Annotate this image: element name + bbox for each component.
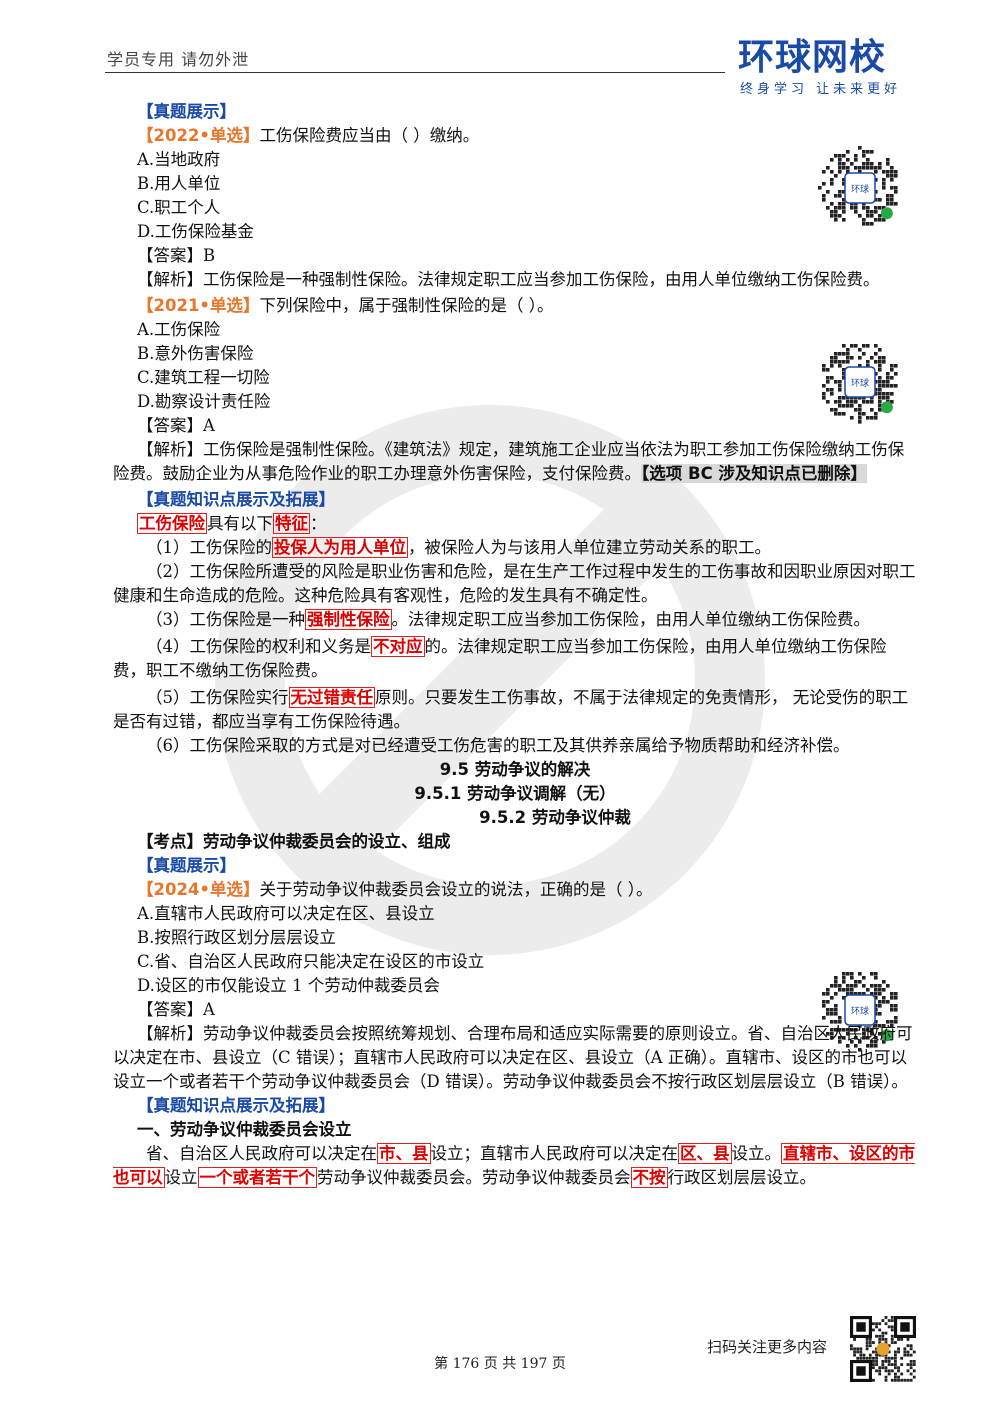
header-confidential-label: 学员专用 请勿外泄 xyxy=(107,50,250,69)
qr-code-q3[interactable]: 环球 xyxy=(818,968,902,1052)
question-2-option: C.建筑工程一切险 xyxy=(137,368,270,387)
question-3-option: B.按照行政区划分层层设立 xyxy=(137,928,336,947)
question-2-explanation: 【解析】工伤保险是强制性保险。《建筑法》规定，建筑施工企业应当依法为职工参加工伤… xyxy=(113,440,905,483)
logo-title: 环球网校 xyxy=(738,37,887,78)
question-1-option: B.用人单位 xyxy=(137,174,221,193)
question-1-answer: 【答案】B xyxy=(137,246,216,265)
question-1-option: A.当地政府 xyxy=(137,150,221,169)
knowledge-item: （1）工伤保险的投保人为用人单位，被保险人为与该用人单位建立劳动关系的职工。 xyxy=(146,537,771,558)
question-2-option: D.勘察设计责任险 xyxy=(137,392,271,411)
knowledge-item: （3）工伤保险是一种强制性保险。法律规定职工应当参加工伤保险，由用人单位缴纳工伤… xyxy=(146,609,870,630)
knowledge-item: （6）工伤保险采取的方式是对已经遭受工伤危害的职工及其供养亲属给予物质帮助和经济… xyxy=(146,736,850,755)
heading-9-5-2: 9.5.2 劳动争议仲裁 xyxy=(479,808,631,827)
knowledge-title: 【真题知识点展示及拓展】 xyxy=(137,490,335,509)
question-3-option: C.省、自治区人民政府只能决定在设区的市设立 xyxy=(137,952,485,971)
knowledge-title: 【真题知识点展示及拓展】 xyxy=(137,1096,335,1115)
heading-9-5: 9.5 劳动争议的解决 xyxy=(439,760,591,779)
section-title: 【真题展示】 xyxy=(137,856,236,875)
logo-slogan: 终身学习 让未来更好 xyxy=(740,82,902,97)
question-3-explanation: 【解析】劳动争议仲裁委员会按照统筹规划、合理布局和适应实际需要的原则设立。省、自… xyxy=(113,1024,913,1091)
page-number: 第 176 页 共 197 页 xyxy=(434,1356,566,1372)
section-title: 【真题展示】 xyxy=(137,102,236,121)
question-2-option: A.工伤保险 xyxy=(137,320,221,339)
exam-point: 【考点】劳动争议仲裁委员会的设立、组成 xyxy=(137,832,451,851)
svg-text:环球: 环球 xyxy=(851,183,869,195)
svg-text:环球: 环球 xyxy=(851,1005,869,1017)
qr-code-q2[interactable]: 环球 xyxy=(818,340,902,424)
question-2-stem: 【2021•单选】下列保险中，属于强制性保险的是（ ）。 xyxy=(137,296,554,315)
knowledge-lead: 工伤保险具有以下特征： xyxy=(137,513,327,534)
footer-scan-note: 扫码关注更多内容 xyxy=(707,1338,828,1356)
heading-9-5-1: 9.5.1 劳动争议调解（无） xyxy=(414,784,616,803)
svg-text:环球: 环球 xyxy=(851,377,869,389)
question-3-answer: 【答案】A xyxy=(137,1000,215,1019)
main-content: 【真题展示】 【2022•单选】工伤保险费应当由（ ）缴纳。 A.当地政府 B.… xyxy=(113,100,917,1190)
brand-logo: 环球网校 终身学习 让未来更好 xyxy=(738,37,918,98)
knowledge-subheading: 一、劳动争议仲裁委员会设立 xyxy=(137,1120,352,1139)
question-3-stem: 【2024•单选】关于劳动争议仲裁委员会设立的说法，正确的是（ ）。 xyxy=(137,880,653,899)
header-rule xyxy=(105,72,725,73)
knowledge-item: （2）工伤保险所遭受的风险是职业伤害和危险，是在生产工作过程中发生的工伤事故和因… xyxy=(113,562,916,605)
question-2-answer: 【答案】A xyxy=(137,416,215,435)
deleted-note: 【选项 BC 涉及知识点已删除】 xyxy=(641,464,867,483)
question-3-option: D.设区的市仅能设立 1 个劳动仲裁委员会 xyxy=(137,976,440,995)
footer-qr-code[interactable] xyxy=(850,1316,916,1382)
question-2-option: B.意外伤害保险 xyxy=(137,344,254,363)
qr-code-q1[interactable]: 环球 xyxy=(818,146,902,230)
knowledge-item: （5）工伤保险实行无过错责任原则。只要发生工伤事故，不属于法律规定的免责情形， … xyxy=(113,687,909,731)
knowledge-item: （4）工伤保险的权利和义务是不对应的。法律规定职工应当参加工伤保险，由用人单位缴… xyxy=(113,636,887,680)
knowledge-paragraph: 省、自治区人民政府可以决定在市、县设立；直辖市人民政府可以决定在区、县设立。直辖… xyxy=(113,1143,915,1188)
question-1-option: C.职工个人 xyxy=(137,198,221,217)
question-1-option: D.工伤保险基金 xyxy=(137,222,254,241)
question-1-stem: 【2022•单选】工伤保险费应当由（ ）缴纳。 xyxy=(137,126,480,145)
question-3-option: A.直辖市人民政府可以决定在区、县设立 xyxy=(137,904,435,923)
question-1-explanation: 【解析】工伤保险是一种强制性保险。法律规定职工应当参加工伤保险，由用人单位缴纳工… xyxy=(137,270,880,289)
